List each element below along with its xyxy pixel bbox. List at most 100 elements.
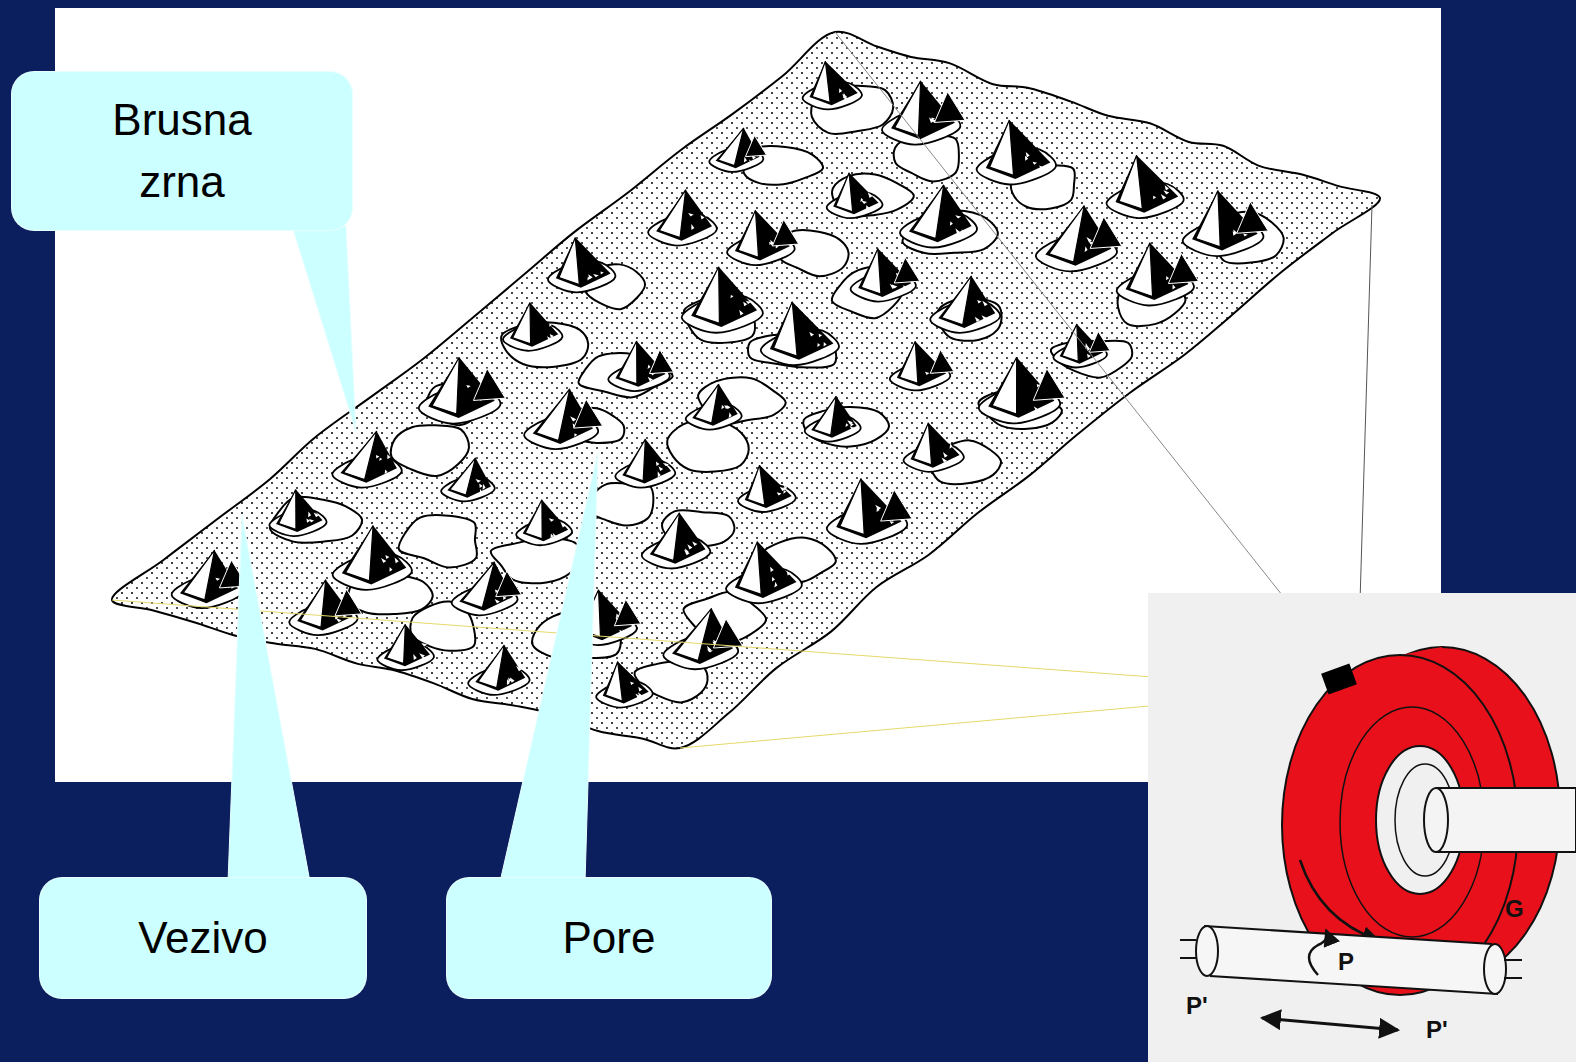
abrasive-grain [977,120,1056,185]
abrasive-grain [904,423,964,472]
abrasive-grain [900,185,977,248]
motion-letter: P' [1186,994,1208,1018]
grain-peak [1237,202,1269,234]
pore [391,425,469,476]
traverse-arrow [1262,1018,1398,1030]
grain-facet [990,120,1014,175]
grain-body [986,120,1051,179]
grain-speck [684,542,697,556]
grain-facet [513,302,531,343]
grain-facet [346,525,374,580]
grain-speck [860,192,872,209]
abrasive-grain [608,341,673,391]
grain-body [909,185,972,242]
grain-body [340,431,396,483]
grain-body [911,423,960,468]
grain-facet [814,396,836,435]
grain-facet [1119,155,1142,209]
grain-body [276,490,323,533]
abrasive-grain [761,302,839,366]
grain-speck [413,643,427,661]
pore [588,483,653,526]
grain-peak [614,599,641,626]
grain-speck [376,454,391,474]
grain-body [1115,155,1178,212]
wheel-letter: G [1505,897,1524,921]
grain-speck [839,88,848,101]
grain-body [745,465,792,508]
grain-peak [1089,331,1110,352]
grain-peak [473,369,505,401]
zoom-mark [1321,664,1357,695]
abrasive-grain [1106,155,1183,218]
grain-peak [1168,253,1198,283]
grain-body [770,302,834,360]
shaft-end [1424,788,1448,852]
grain-speck [1153,185,1169,199]
grain-facet [653,513,680,561]
abrasive-grain [452,562,522,616]
grain-facet [536,389,570,441]
abrasive-grain [803,61,862,109]
grain-body [692,384,738,426]
grain-body [833,173,878,215]
grain-speck [306,511,319,522]
callout-label: Vezivo [138,907,268,969]
grain-facet [659,190,685,238]
grain-speck [770,567,791,588]
grain-body [556,238,611,288]
workpiece-end [1196,926,1218,976]
abrasive-grain [1183,190,1269,256]
grain-body [810,61,858,105]
grain-facet [525,500,542,539]
grain-facet [836,173,853,212]
abrasive-grain [332,431,401,487]
abrasive-grain [738,465,796,512]
zoom-line [112,600,1328,690]
grain-body [811,396,857,438]
grain-facet [1049,206,1084,263]
callout-label: Brusna zrna [77,89,287,214]
callout-pointer [292,226,356,432]
flange [1395,764,1455,876]
workpiece-edge [1204,926,1492,944]
grain-body [523,500,568,542]
abrasive-grain [172,550,248,608]
grain-speck [507,666,522,685]
grain-peak [930,350,954,374]
abrasive-grain [827,478,912,543]
abrasive-grain [648,190,717,246]
callout-box: Pore [447,878,771,998]
abrasive-grain [709,128,766,172]
abrasive-grain [441,458,495,502]
grain-facet [747,465,764,505]
grain-facet [840,478,864,534]
grain-facet [900,341,918,383]
grain-speck [722,405,732,418]
grain-speck [381,555,399,572]
grain-speck [547,324,556,343]
workpiece-body [1204,926,1498,994]
abrasive-grain [269,490,326,537]
grain-facet [1062,324,1078,361]
grain-body [650,513,706,564]
grain-facet [812,61,830,102]
abrasive-grain [882,81,965,145]
grain-speck [731,295,752,316]
grain-speck [1025,152,1044,170]
grain-peak [881,490,912,521]
grain-speck [809,332,826,347]
grain-speck [549,518,566,539]
grain-facet [478,645,504,688]
grain-facet [432,357,459,414]
grain-speck [942,443,956,463]
abrasive-grain [682,267,763,333]
grain-body [622,439,671,484]
grain-peak [1033,369,1065,401]
callout-label: Pore [563,907,656,969]
abrasive-grain [686,384,742,430]
abrasive-grain [727,210,799,265]
grain-facet [913,423,931,465]
grain-speck [630,682,643,699]
abrasive-grain [468,645,529,695]
